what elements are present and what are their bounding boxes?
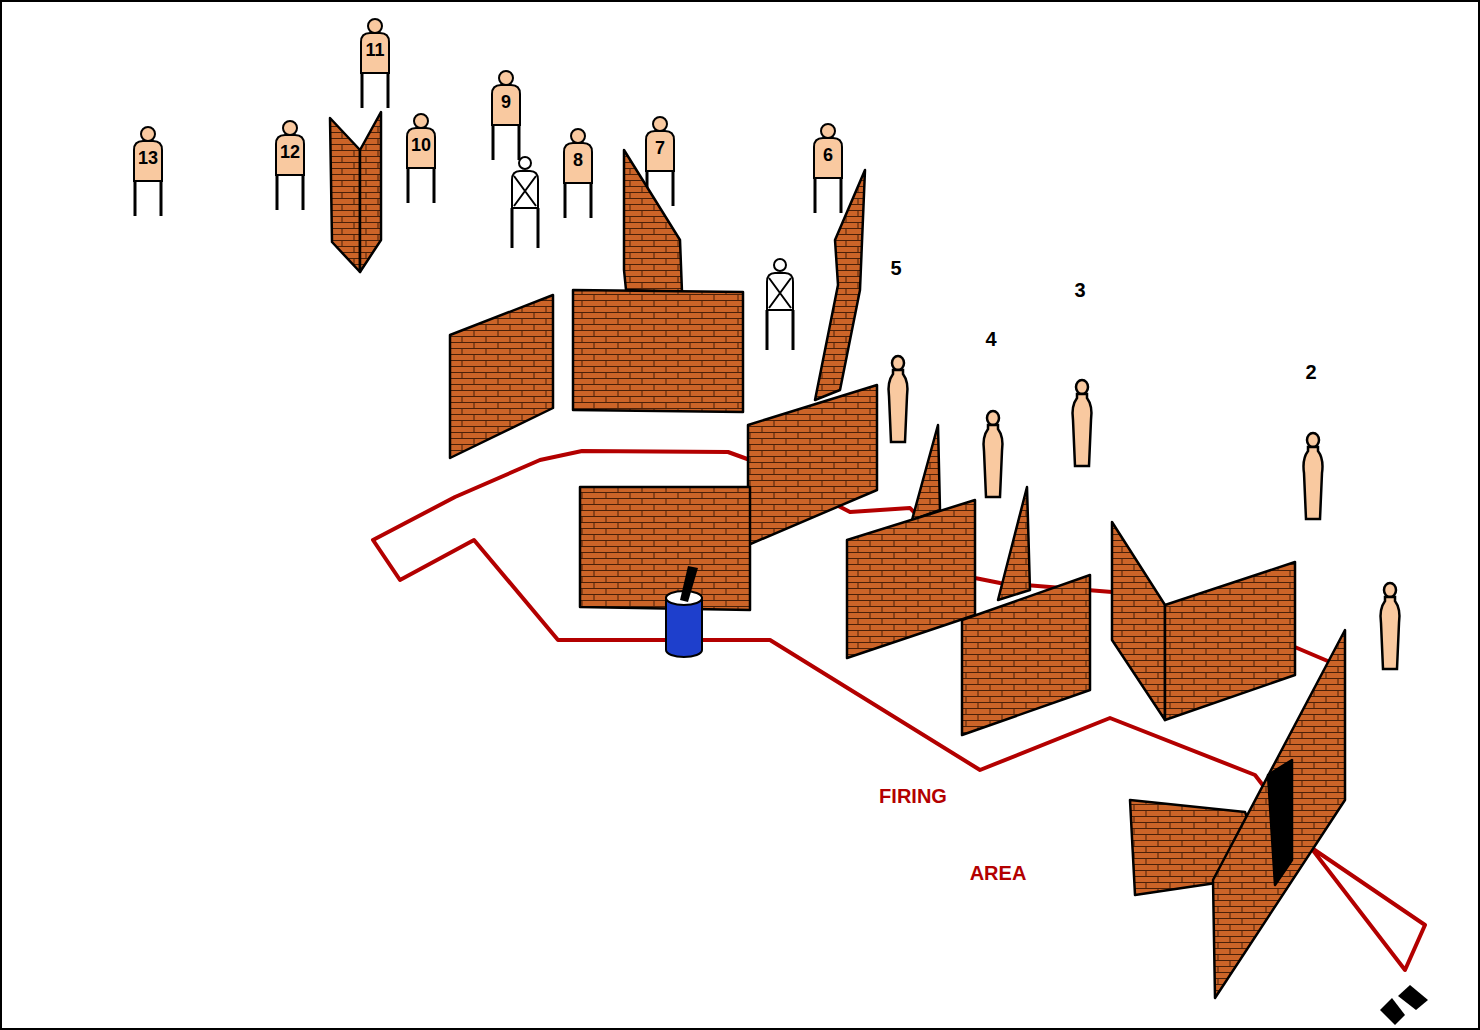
- numbered-target: 7: [640, 116, 680, 172]
- target-number: 9: [486, 92, 526, 112]
- lane-number: 5: [890, 257, 901, 280]
- numbered-target: 12: [270, 120, 310, 176]
- barrel: [666, 566, 702, 657]
- numbered-target: 11: [355, 18, 395, 74]
- target-stands: [135, 70, 841, 218]
- target-number: 11: [355, 40, 395, 60]
- target-number: 12: [270, 142, 310, 162]
- area-label: AREA: [970, 862, 1027, 885]
- numbered-target: 10: [401, 113, 441, 169]
- target-number: 13: [128, 148, 168, 168]
- numbered-target: 8: [558, 128, 598, 184]
- lane-number: 2: [1305, 361, 1316, 384]
- numbered-target: 9: [486, 70, 526, 126]
- area-label: FIRING: [879, 785, 947, 808]
- lane-number: 3: [1074, 279, 1085, 302]
- target-number: 6: [808, 145, 848, 165]
- numbered-target: 13: [128, 126, 168, 182]
- target-number: 7: [640, 138, 680, 158]
- numbered-target: 6: [808, 123, 848, 179]
- walls: [330, 112, 1345, 998]
- footprints: [1380, 985, 1428, 1025]
- target-number: 10: [401, 135, 441, 155]
- lane-number: 4: [985, 328, 996, 351]
- target-number: 8: [558, 150, 598, 170]
